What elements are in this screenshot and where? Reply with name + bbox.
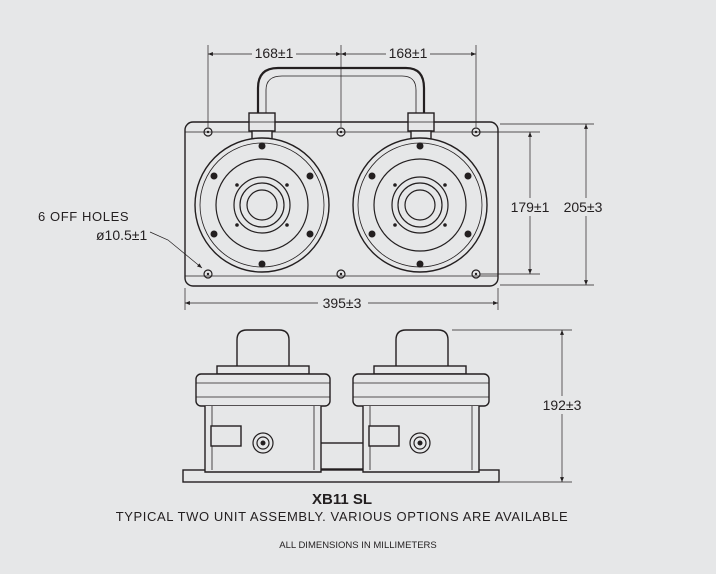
model-title: XB11 SL [312,491,372,508]
unit-left-side [195,329,331,473]
cable-gland-left [248,112,276,140]
unit-right-top [352,137,488,273]
conduit-loop [256,66,426,118]
side-view [182,329,572,483]
unit-right-side [352,329,490,473]
holes-note-count: 6 OFF HOLES [38,209,129,224]
dim-plate-width: 395±3 [323,295,362,311]
dim-unit-height: 192±3 [543,397,582,413]
unit-left-top [194,137,330,273]
dim-right-spacing: 168±1 [389,45,428,61]
plan-view [149,45,594,310]
base-plate [182,469,500,483]
dim-left-spacing: 168±1 [255,45,294,61]
dim-hole-spacing: 179±1 [511,199,550,215]
assembly-description: TYPICAL TWO UNIT ASSEMBLY. VARIOUS OPTIO… [116,509,569,524]
connector-tube [313,442,371,470]
holes-note-diameter: ø10.5±1 [96,227,147,243]
dim-plate-height: 205±3 [564,199,603,215]
cable-gland-right [407,112,435,140]
units-footer: ALL DIMENSIONS IN MILLIMETERS [279,540,437,551]
